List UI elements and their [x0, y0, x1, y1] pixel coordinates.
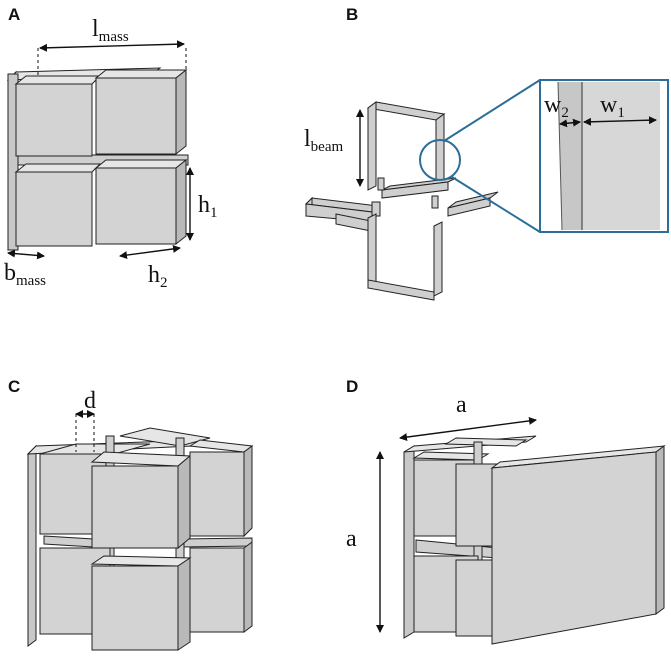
label-w1: w1: [600, 92, 625, 121]
l-mass-dimension: [39, 40, 185, 52]
label-a-top: a: [456, 392, 467, 418]
panel-letter-d: D: [346, 377, 358, 396]
panel-letter-c: C: [8, 377, 20, 396]
label-l-beam: lbeam: [304, 126, 343, 155]
h2-dimension: [119, 244, 181, 260]
b-mass-dimension: [7, 249, 45, 260]
zoom-circle: [419, 139, 461, 181]
w1-dimension: [583, 116, 657, 126]
label-a-left: a: [346, 526, 357, 552]
panel-a: A lmass: [4, 5, 218, 291]
label-h1: h1: [198, 192, 218, 221]
panel-b-beam-frame: [304, 101, 499, 301]
label-w2: w2: [544, 92, 569, 121]
panel-c-model: [26, 427, 254, 651]
panel-letter-b: B: [346, 5, 358, 24]
w2-dimension: [559, 118, 581, 128]
panel-c: C: [8, 377, 254, 651]
panel-b: B lbeam: [304, 5, 669, 301]
panel-d: D a a: [346, 377, 666, 645]
label-h2: h2: [148, 262, 168, 291]
panel-a-model: [6, 67, 189, 251]
label-d: d: [84, 388, 96, 414]
label-l-mass: lmass: [92, 16, 129, 45]
a-top-dimension: [399, 416, 537, 442]
panel-d-model: [403, 435, 666, 645]
label-b-mass: bmass: [4, 260, 46, 289]
panel-letter-a: A: [8, 5, 20, 24]
